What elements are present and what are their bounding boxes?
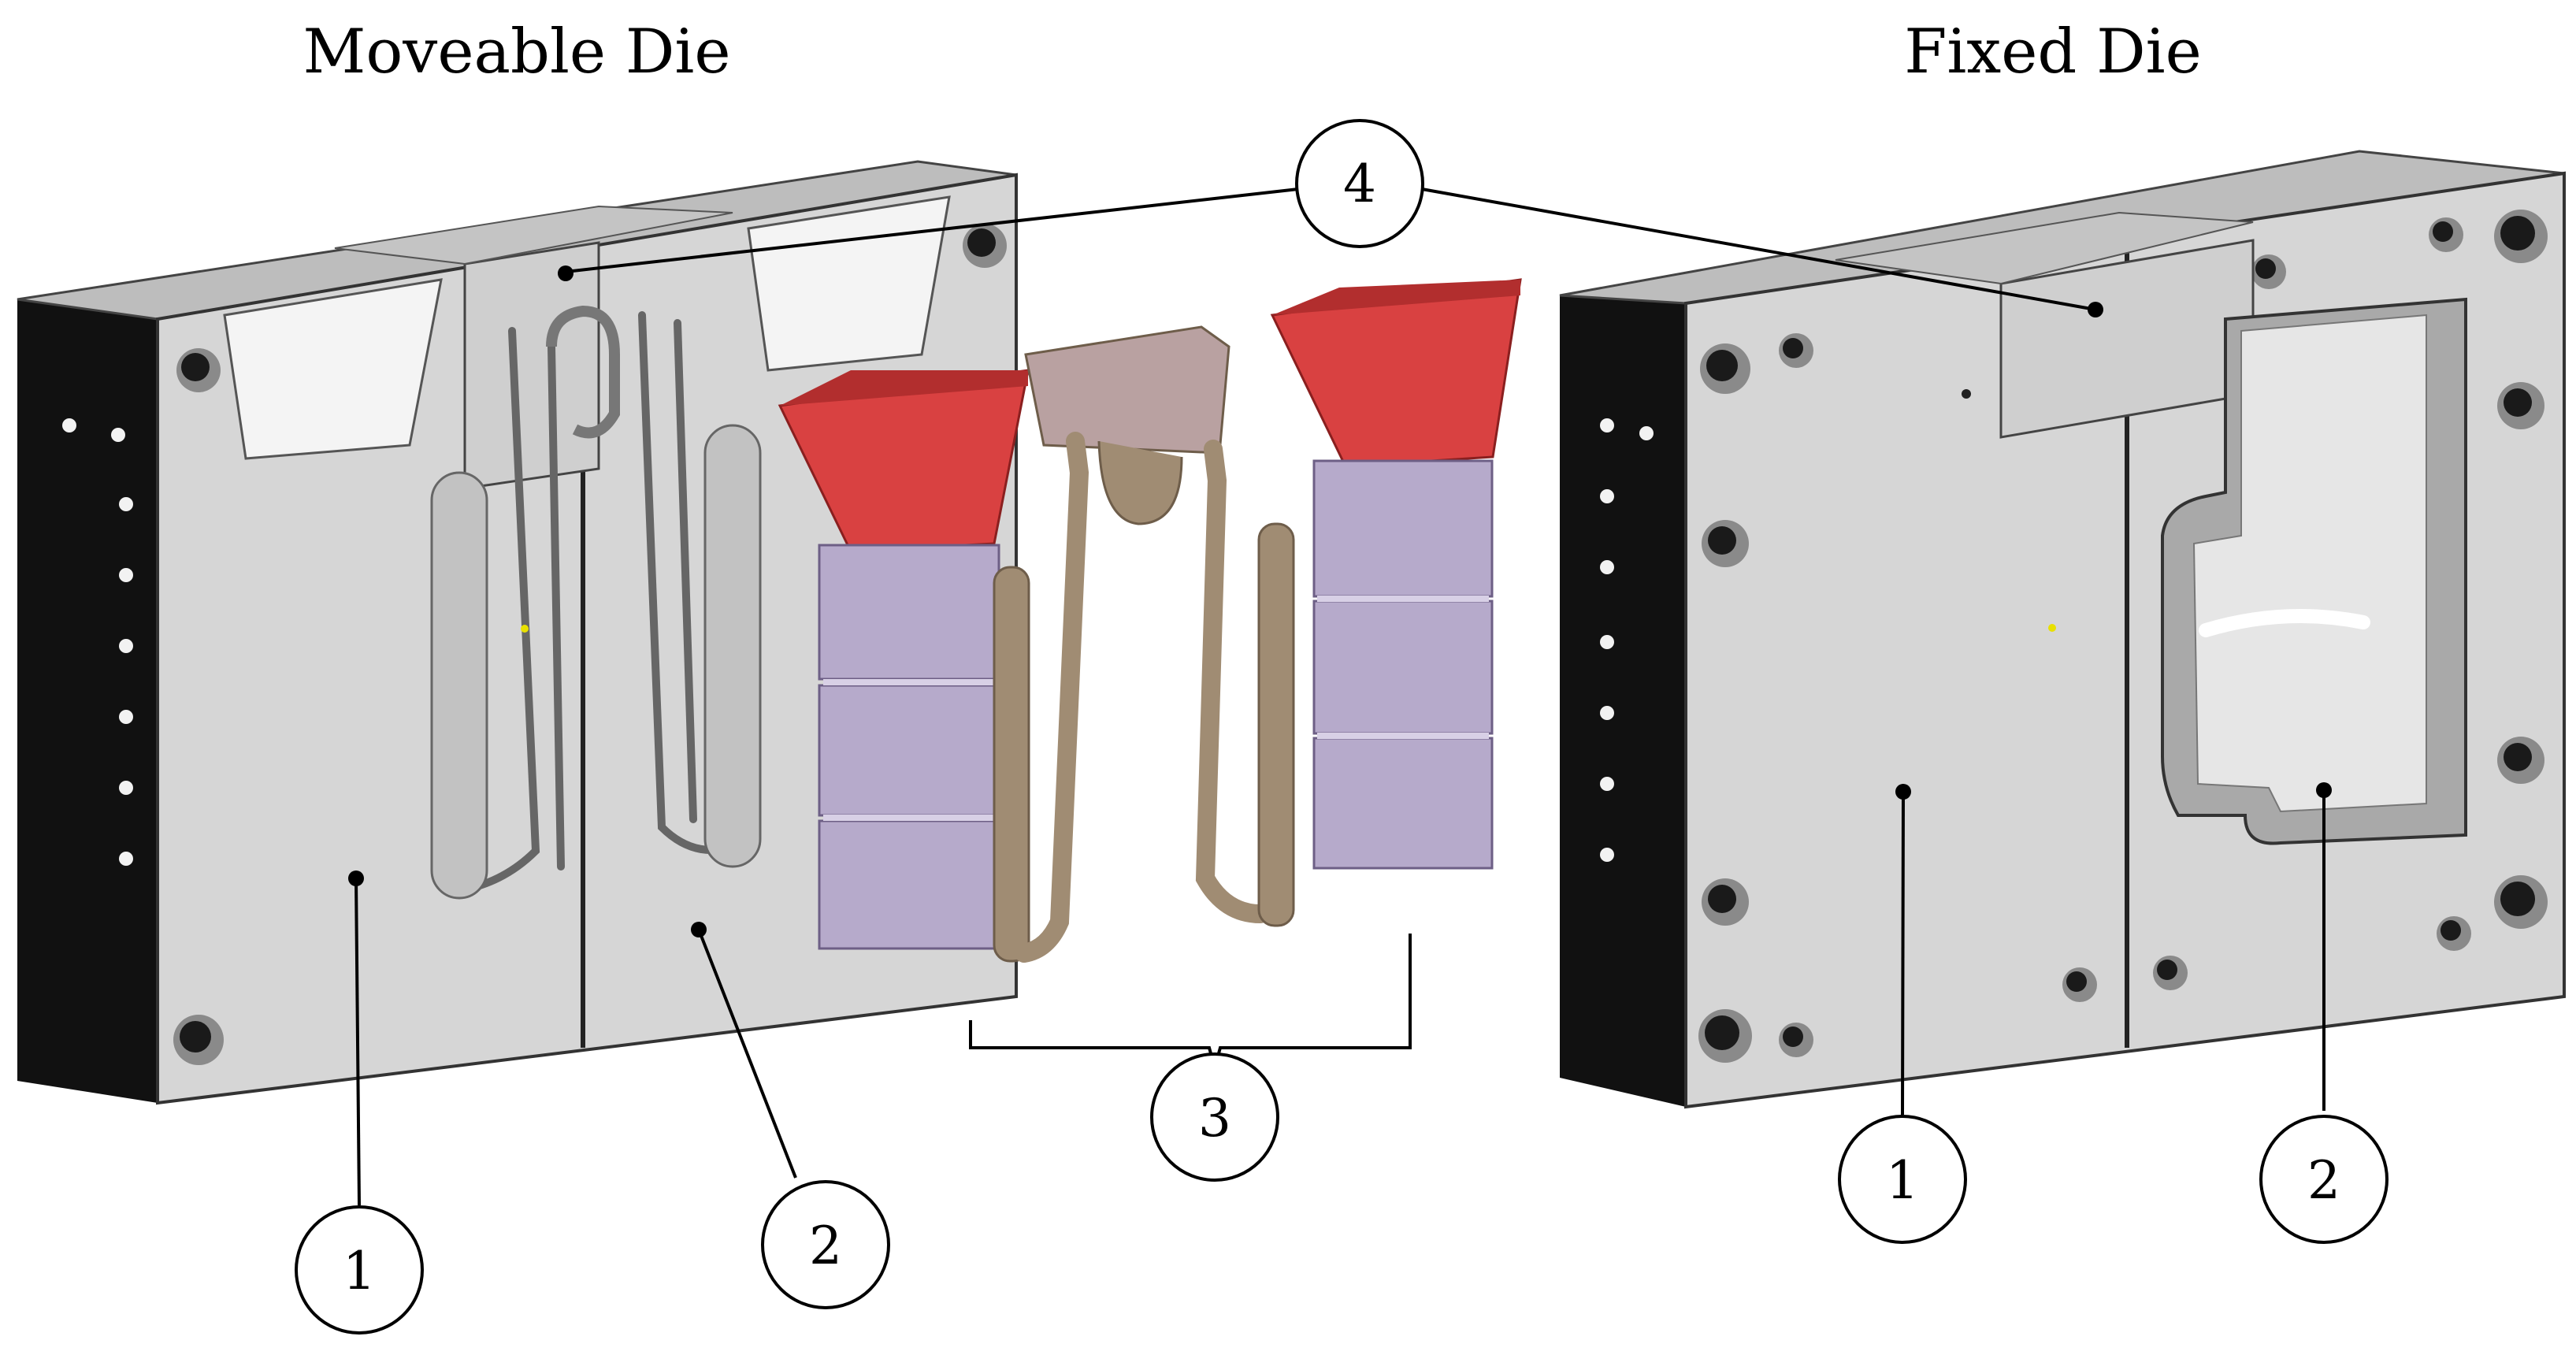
callout-2-fixed: 2 <box>2259 1115 2389 1244</box>
callout-2-moveable: 2 <box>761 1180 890 1309</box>
casting-runner-left-arm <box>1015 432 1089 963</box>
fixed-die-top-insert-rim <box>1835 211 2254 285</box>
casting-runner-gate <box>1097 440 1183 525</box>
moveable-die-top-insert-rim <box>334 205 733 265</box>
casting-parts <box>778 278 1522 963</box>
casting-right-segment-3 <box>1312 737 1494 870</box>
callout-4: 4 <box>1295 119 1424 248</box>
leader-2-left <box>697 929 797 1179</box>
moveable-die-upper-cavity-left <box>223 278 443 460</box>
fixed-die-marker <box>2048 624 2056 632</box>
fixed-die-side-holes <box>1600 418 1654 862</box>
moveable-die-slot-left <box>430 471 488 900</box>
moveable-die-bolt-holes <box>173 224 1007 1065</box>
casting-right-segment-2 <box>1312 600 1494 735</box>
fixed-die-title: Fixed Die <box>1904 17 2202 87</box>
fixed-die <box>1559 150 2566 1109</box>
callout-3: 3 <box>1150 1052 1279 1182</box>
moveable-die-side <box>17 299 158 1103</box>
leader-4-right <box>1421 187 2096 311</box>
fixed-die-cavity-floor <box>2192 314 2427 813</box>
casting-right-runner <box>1257 522 1295 927</box>
casting-right-red-top <box>1272 280 1520 315</box>
callout-1-moveable: 1 <box>295 1205 424 1335</box>
leader-1-left <box>354 878 361 1206</box>
fixed-die-cavity-highlight <box>2199 609 2370 637</box>
casting-left-runner <box>993 566 1030 963</box>
moveable-die-marker <box>521 625 529 633</box>
svg-text:2: 2 <box>809 1216 842 1276</box>
moveable-die-top-insert <box>463 241 600 490</box>
casting-left-segment-2 <box>818 684 1000 817</box>
casting-left-segment-3 <box>818 819 1000 950</box>
callout-1-fixed: 1 <box>1838 1115 1967 1244</box>
svg-text:1: 1 <box>343 1241 376 1301</box>
leader-1-right <box>1901 791 1905 1116</box>
moveable-die-title: Moveable Die <box>303 17 730 87</box>
moveable-die-upper-cavity-right <box>747 195 951 372</box>
leader-dots <box>348 265 2332 937</box>
leader-4-left <box>565 187 1299 273</box>
casting-left-segment-1 <box>818 544 1000 681</box>
casting-left-red-top <box>780 370 1028 406</box>
fixed-die-bolt-holes <box>1698 210 2548 1063</box>
svg-text:1: 1 <box>1886 1150 1919 1211</box>
casting-runner-system <box>1015 325 1270 963</box>
moveable-die-slot-right <box>703 424 762 868</box>
casting-right-segment-1 <box>1312 459 1494 598</box>
moveable-die-side-holes <box>62 418 133 866</box>
casting-runner-right-arm <box>1195 440 1270 923</box>
fixed-die-side <box>1560 295 1686 1107</box>
casting-left <box>778 369 1030 963</box>
casting-right <box>1257 278 1522 927</box>
svg-text:3: 3 <box>1198 1088 1231 1149</box>
svg-text:4: 4 <box>1343 154 1376 214</box>
casting-runner-sprue <box>1024 325 1230 455</box>
svg-text:2: 2 <box>2307 1150 2340 1211</box>
moveable-die-gate-loop <box>546 305 620 439</box>
